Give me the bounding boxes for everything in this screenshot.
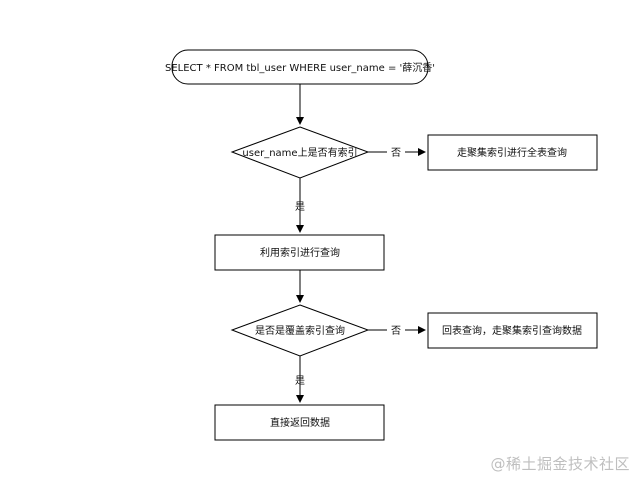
edge-label-bg [387, 145, 405, 159]
start-node: SELECT * FROM tbl_user WHERE user_name =… [165, 49, 435, 85]
edge-label-yes-1: 是 [295, 201, 305, 213]
decision-index-label: user_name上是否有索引 [242, 146, 357, 159]
edge-label-yes-2: 是 [295, 375, 305, 387]
edge-label-bg [387, 323, 405, 337]
edge-label-no-1: 否 [391, 147, 401, 159]
edge-label-no-2: 否 [391, 325, 401, 337]
watermark-text: @稀土掘金技术社区 [490, 455, 630, 473]
use-index-label: 利用索引进行查询 [260, 246, 340, 259]
lookup-node: 回表查询，走聚集索引查询数据 [427, 312, 598, 349]
full-scan-label: 走聚集索引进行全表查询 [457, 146, 567, 159]
use-index-node: 利用索引进行查询 [214, 234, 385, 271]
full-scan-node: 走聚集索引进行全表查询 [427, 134, 598, 171]
lookup-label: 回表查询，走聚集索引查询数据 [442, 324, 582, 337]
decision-index-node: user_name上是否有索引 [230, 126, 370, 179]
decision-covering-label: 是否是覆盖索引查询 [255, 324, 345, 337]
return-data-label: 直接返回数据 [270, 416, 330, 429]
return-data-node: 直接返回数据 [214, 404, 385, 441]
start-node-label: SELECT * FROM tbl_user WHERE user_name =… [165, 61, 435, 74]
decision-covering-node: 是否是覆盖索引查询 [230, 304, 370, 357]
